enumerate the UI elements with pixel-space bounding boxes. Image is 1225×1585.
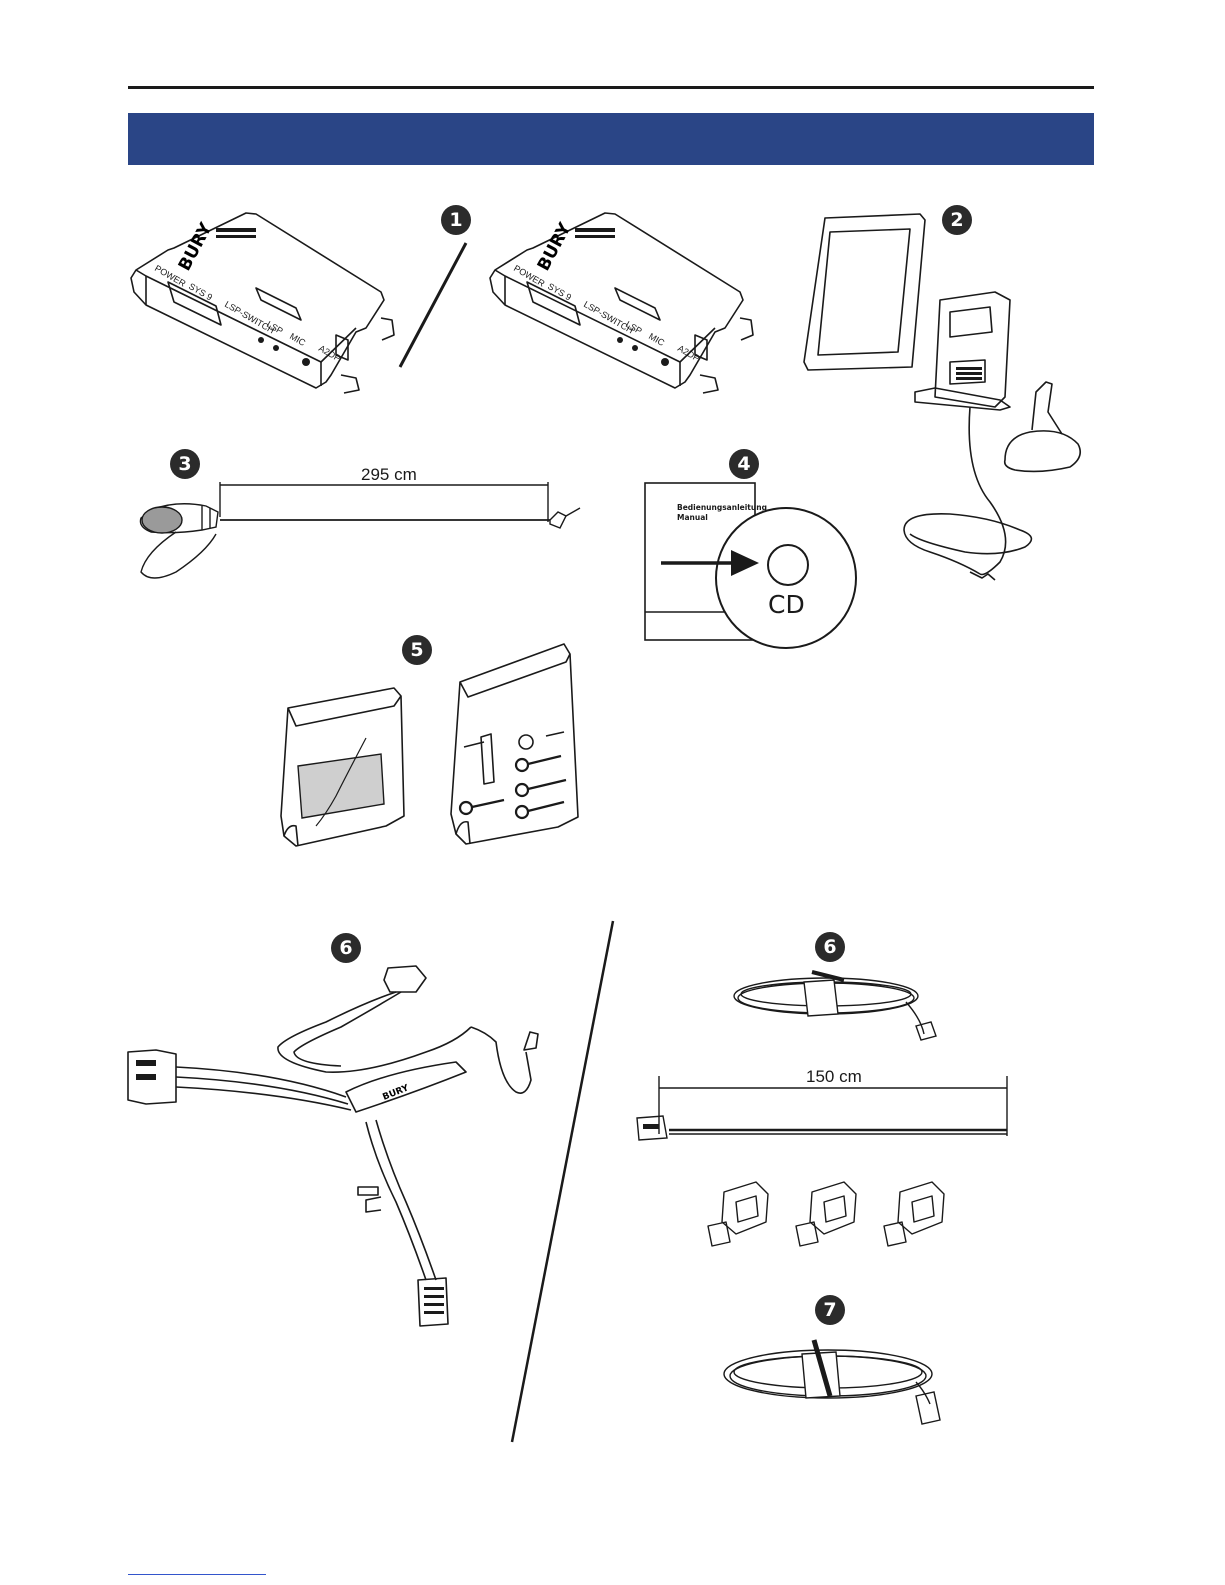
item-number-4: 4	[729, 449, 759, 479]
item-number-1: 1	[441, 205, 471, 235]
port-label-a2dp: A2DP	[317, 343, 342, 363]
harness-brand: BURY	[381, 1083, 410, 1103]
mounting-clips	[706, 1172, 966, 1250]
screw-kit-bag	[446, 642, 586, 847]
coiled-cable-7	[720, 1330, 950, 1428]
port-label-sys9: SYS 9	[187, 281, 214, 302]
item-number-7: 7	[815, 1295, 845, 1325]
microphone-with-cable	[136, 472, 586, 587]
port-label-a2dp-2: A2DP	[676, 343, 701, 363]
wiring-harness: BURY	[126, 962, 546, 1328]
module-brand-right: BURY	[534, 219, 576, 274]
electronic-module-left: BURY POWER SYS 9 LSP-SWITCH LSP MIC A2DP	[126, 210, 401, 410]
item-number-6-cable: 6	[815, 932, 845, 962]
port-label-sys9-2: SYS 9	[546, 281, 573, 302]
section-header-bar	[128, 113, 1094, 165]
mic-cable-length: 295 cm	[361, 465, 417, 485]
separator-slash-top	[394, 240, 474, 370]
port-label-mic: MIC	[288, 331, 308, 348]
adhesive-pad-bag	[276, 686, 416, 848]
cable-length: 150 cm	[806, 1067, 862, 1087]
top-rule	[128, 86, 1094, 89]
coiled-cable-6	[726, 964, 946, 1054]
manual-title-en: Manual	[677, 513, 708, 522]
item-number-5: 5	[402, 635, 432, 665]
electronic-module-right: BURY POWER SYS 9 LSP-SWITCH LSP MIC A2DP	[485, 210, 760, 410]
footer-link-underline	[128, 1574, 266, 1575]
port-label-mic-2: MIC	[647, 331, 667, 348]
manual-title-de: Bedienungsanleitung	[677, 503, 767, 512]
item-number-6-harness: 6	[331, 933, 361, 963]
module-brand-left: BURY	[175, 219, 217, 274]
cd-label: CD	[768, 590, 805, 619]
